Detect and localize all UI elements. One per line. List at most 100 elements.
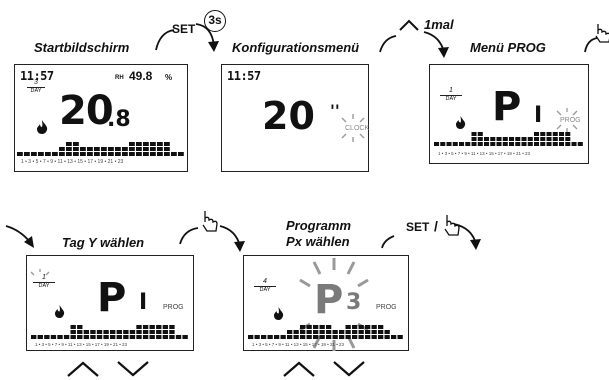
timeline-segment — [534, 142, 540, 146]
timeline-segment — [371, 330, 377, 334]
timeline-segment — [171, 152, 177, 156]
day-number: 3 — [27, 79, 45, 88]
timeline-segment — [521, 142, 527, 146]
program-timeline-bars — [434, 132, 583, 146]
timeline-segment — [122, 152, 128, 156]
timeline-segment — [96, 330, 103, 334]
temperature-decimal: .8 — [107, 107, 131, 132]
day-number: 1 — [33, 274, 55, 283]
set-confirm-label: SET — [406, 220, 430, 234]
timeline-segment — [90, 330, 96, 334]
timeline-segment — [70, 330, 76, 334]
timeline-segment — [169, 325, 175, 329]
timeline-segment — [37, 335, 43, 339]
timeline-segment — [143, 147, 149, 151]
timeline-segment — [116, 335, 122, 339]
timeline-segment — [80, 152, 86, 156]
timeline-segment — [70, 325, 76, 329]
timeline-segment — [31, 152, 37, 156]
timeline-segment — [136, 142, 142, 146]
hold-3s-badge: 3s — [204, 10, 226, 32]
timeline-segment — [332, 330, 338, 334]
prog-label: PROG — [376, 304, 397, 311]
day-label: DAY — [445, 96, 457, 102]
timeline-segment — [136, 325, 142, 329]
timeline-segment — [94, 152, 100, 156]
timeline-segment — [471, 132, 477, 136]
timeline-segment — [31, 335, 37, 339]
timeline-segment — [66, 147, 72, 151]
timeline-segment — [352, 325, 358, 329]
timeline-segment — [319, 330, 325, 334]
timeline-segment — [108, 147, 114, 151]
timeline-segment — [280, 335, 286, 339]
timeline-segment — [546, 142, 552, 146]
flame-icon — [456, 116, 466, 129]
timeline-segment — [477, 137, 483, 141]
timeline-segment — [116, 330, 122, 334]
prog-label: PROG — [163, 304, 184, 311]
timeline-segment — [143, 152, 149, 156]
timeline-segment — [509, 142, 515, 146]
program-letter: P — [97, 275, 127, 321]
rh-label: RH — [115, 75, 124, 81]
timeline-segment — [77, 330, 83, 334]
timeline-segment — [52, 152, 58, 156]
down-arrow-icon — [117, 361, 149, 377]
timeline-segment — [326, 335, 332, 339]
up-arrow-icon — [399, 19, 419, 31]
timeline-segment — [83, 330, 90, 334]
timeline-segment — [110, 335, 116, 339]
hand-pointer-icon — [595, 24, 609, 43]
timeline-segment — [300, 335, 306, 339]
timeline-segment — [59, 152, 65, 156]
timeline-segment — [552, 137, 558, 141]
timeline-segment — [129, 335, 136, 339]
timeline-segment — [552, 132, 558, 136]
timeline-segment — [101, 152, 107, 156]
blink-rays-icon — [30, 269, 50, 276]
caption-start: Startbildschirm — [34, 40, 130, 55]
set-label: SET — [172, 22, 196, 36]
timeline-segment — [440, 142, 446, 146]
timeline-segment — [484, 142, 490, 146]
timeline-segment — [565, 137, 571, 141]
timeline-segment — [162, 335, 169, 339]
timeline-segment — [108, 152, 114, 156]
timeline-segment — [371, 325, 377, 329]
timeline-segment — [527, 137, 533, 141]
lcd-day-screen: 1 DAY P I PROG 1 • 3 • 5 • 7 • 9 • 11 • … — [26, 255, 194, 351]
flame-icon — [37, 120, 48, 134]
curved-arrow-icon — [179, 225, 245, 252]
timeline-labels: 1 • 3 • 5 • 7 • 9 • 11 • 13 • 15 • 17 • … — [438, 151, 531, 156]
timeline-segment — [90, 335, 96, 339]
timeline-segment — [156, 330, 162, 334]
program-digit: I — [534, 103, 543, 128]
timeline-segment — [150, 142, 156, 146]
timeline-segment — [571, 142, 577, 146]
timeline-segment — [162, 330, 169, 334]
timeline-segment — [87, 147, 93, 151]
timeline-segment — [178, 152, 184, 156]
timeline-segment — [94, 147, 100, 151]
caption-program-line1: Programm — [286, 218, 352, 233]
timeline-segment — [345, 330, 351, 334]
timeline-segment — [540, 142, 546, 146]
timeline-segment — [287, 330, 293, 334]
timeline-segment — [103, 330, 109, 334]
timeline-segment — [339, 335, 345, 339]
timeline-segment — [452, 142, 458, 146]
timeline-segment — [87, 152, 93, 156]
timeline-segment — [459, 142, 465, 146]
timeline-segment — [313, 330, 319, 334]
timeline-segment — [80, 147, 86, 151]
timeline-segment — [345, 325, 351, 329]
program-timeline-bars — [17, 142, 184, 156]
timeline-segment — [365, 325, 371, 329]
timeline-segment — [162, 325, 169, 329]
timeline-segment — [261, 335, 267, 339]
timeline-segment — [490, 137, 496, 141]
timeline-segment — [101, 147, 107, 151]
timeline-segment — [378, 335, 384, 339]
config-unit-mark: '' — [330, 101, 340, 120]
